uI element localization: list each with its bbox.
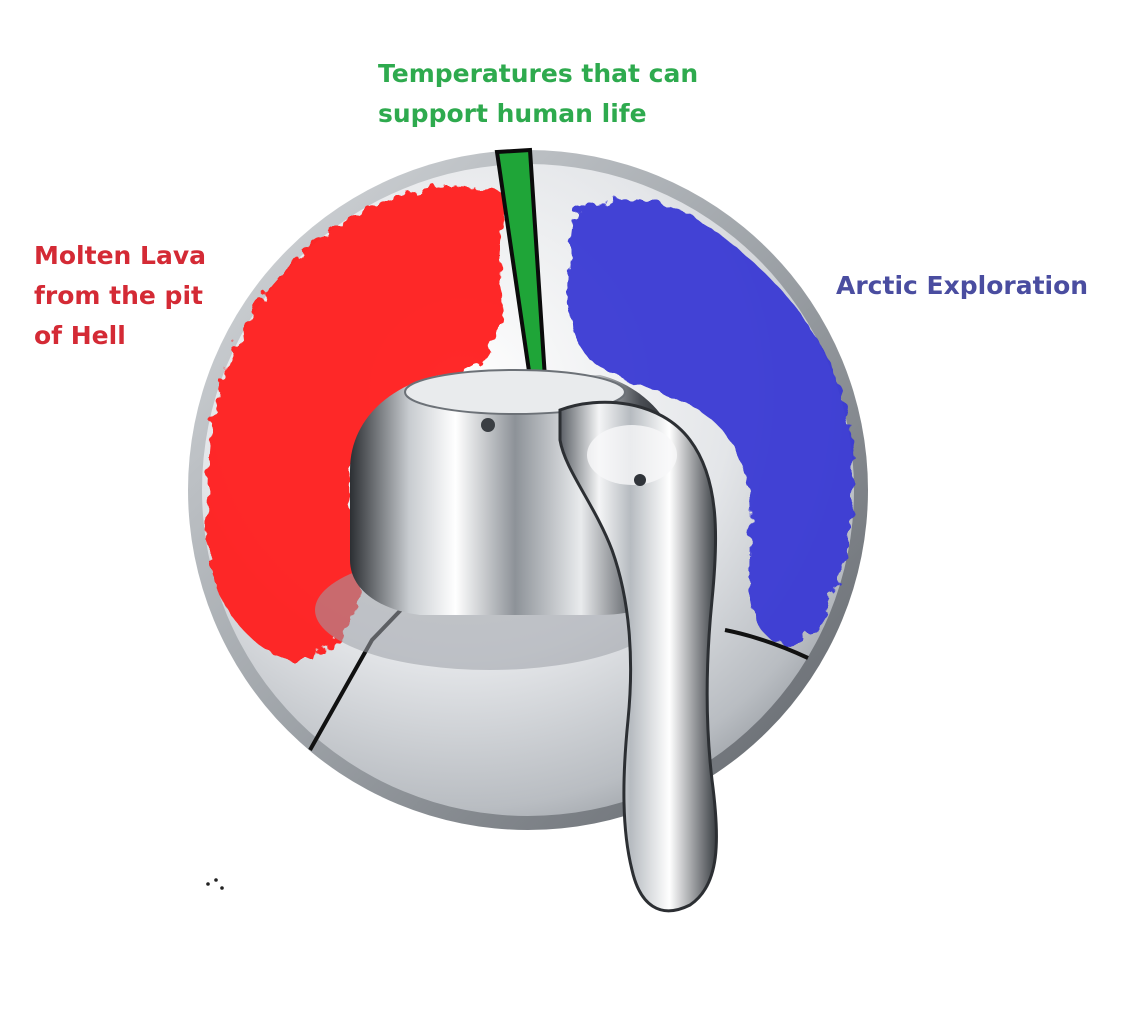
label-line: Temperatures that can xyxy=(378,59,699,88)
label-line: of Hell xyxy=(34,321,126,350)
label-human-life-zone: Temperatures that can support human life xyxy=(378,54,698,134)
stray-dots xyxy=(206,878,224,890)
label-cold-zone: Arctic Exploration xyxy=(836,266,1088,306)
label-line: Molten Lava xyxy=(34,241,206,270)
hot-zone-scribble xyxy=(206,186,505,661)
label-hot-zone: Molten Lava from the pit of Hell xyxy=(34,236,206,356)
label-line: support human life xyxy=(378,99,647,128)
label-line: Arctic Exploration xyxy=(836,271,1089,300)
shower-valve-handle xyxy=(558,400,719,913)
label-line: from the pit xyxy=(34,281,203,310)
cold-zone-scribble xyxy=(567,199,855,645)
